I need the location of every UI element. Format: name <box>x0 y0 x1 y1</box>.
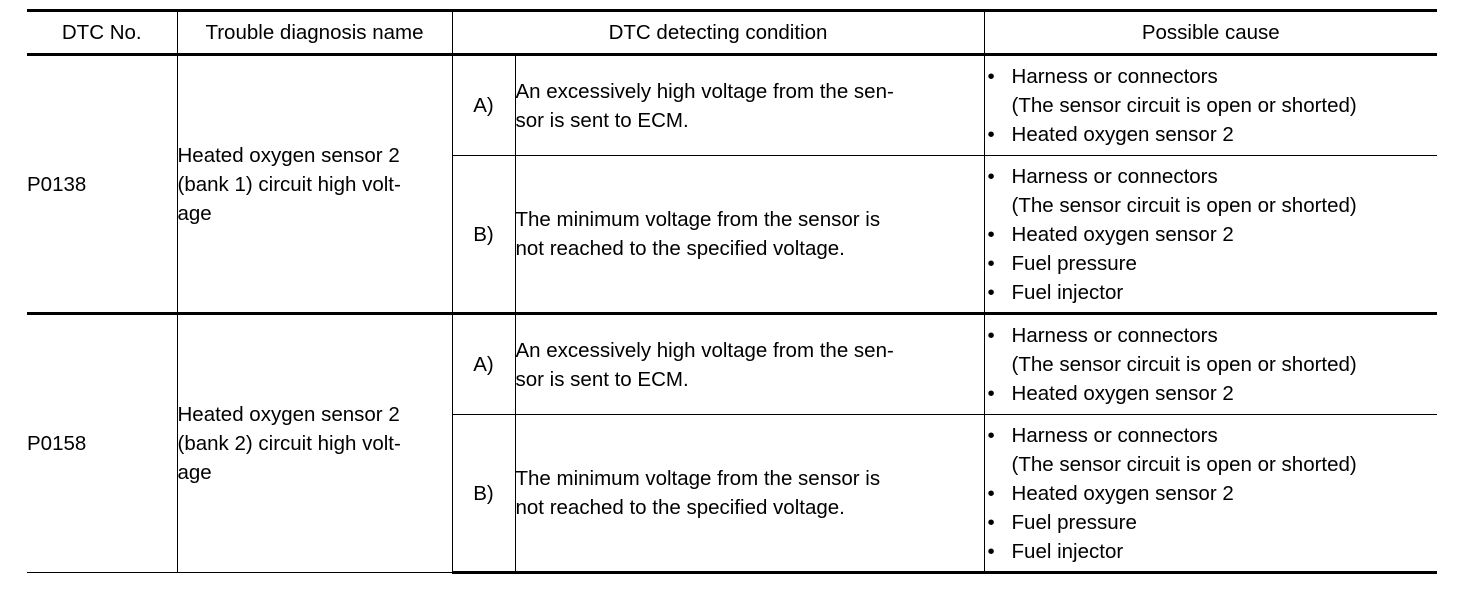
condition-line: The minimum voltage from the sensor is <box>515 208 881 231</box>
detecting-condition: An excessively high voltage from the sen… <box>514 53 985 156</box>
cause-note: (The sensor circuit is open or shorted) <box>1011 452 1357 476</box>
cause-item: • Heated oxygen sensor 2 <box>985 220 1438 249</box>
condition-marker: B) <box>452 414 516 574</box>
diagnosis-name-line: (bank 2) circuit high volt- <box>177 432 401 455</box>
cause-text: Fuel injector <box>1011 539 1124 563</box>
bullet-icon: • <box>987 324 995 347</box>
condition-line: An excessively high voltage from the sen… <box>515 79 894 103</box>
table-header: DTC No. Trouble diagnosis name DTC detec… <box>27 9 1438 55</box>
condition-marker: A) <box>451 312 516 415</box>
cause-note: (The sensor circuit is open or shorted) <box>1011 94 1357 117</box>
cause-list: • Harness or connectors (The sensor circ… <box>985 62 1438 149</box>
cause-note: (The sensor circuit is open or shorted) <box>1011 193 1357 217</box>
bullet-icon: • <box>987 164 995 188</box>
detecting-condition: The minimum voltage from the sensor is n… <box>514 414 985 574</box>
header-possible-cause: Possible cause <box>983 9 1438 55</box>
diagnosis-name-line: Heated oxygen sensor 2 <box>177 403 400 426</box>
diagnosis-name-line: age <box>177 201 212 225</box>
bullet-icon: • <box>987 423 995 447</box>
dtc-group: P0138 Heated oxygen sensor 2 (bank 1) ci… <box>27 53 1438 314</box>
cause-text: Harness or connectors <box>1011 65 1218 88</box>
header-trouble-diagnosis-name: Trouble diagnosis name <box>176 9 453 55</box>
condition-line: not reached to the specified voltage. <box>515 237 845 260</box>
cause-item: • Harness or connectors (The sensor circ… <box>985 421 1438 479</box>
cause-text: Heated oxygen sensor 2 <box>1011 481 1234 505</box>
condition-line: sor is sent to ECM. <box>515 367 689 391</box>
cause-text: Fuel pressure <box>1011 510 1137 534</box>
bullet-icon: • <box>987 280 995 304</box>
detecting-condition: An excessively high voltage from the sen… <box>514 312 985 415</box>
cause-text: Fuel pressure <box>1011 251 1137 275</box>
possible-cause-cell: • Harness or connectors (The sensor circ… <box>983 53 1438 156</box>
bullet-icon: • <box>987 65 995 88</box>
cause-item: • Harness or connectors (The sensor circ… <box>985 62 1438 120</box>
cause-item: • Fuel injector <box>985 537 1438 566</box>
cause-text: Heated oxygen sensor 2 <box>1011 123 1234 146</box>
condition-line: not reached to the specified voltage. <box>515 496 845 519</box>
condition-line: The minimum voltage from the sensor is <box>515 467 881 490</box>
detecting-condition: The minimum voltage from the sensor is n… <box>514 155 985 314</box>
dtc-table: DTC No. Trouble diagnosis name DTC detec… <box>27 9 1438 574</box>
cause-item: • Fuel pressure <box>985 249 1438 278</box>
cause-text: Harness or connectors <box>1011 324 1218 347</box>
condition-marker: A) <box>451 53 516 156</box>
possible-cause-cell: • Harness or connectors (The sensor circ… <box>983 155 1438 314</box>
cause-text: Heated oxygen sensor 2 <box>1011 382 1234 405</box>
bullet-icon: • <box>987 510 995 534</box>
table-row: P0138 Heated oxygen sensor 2 (bank 1) ci… <box>27 53 1438 314</box>
bullet-icon: • <box>987 382 995 405</box>
possible-cause-cell: • Harness or connectors (The sensor circ… <box>983 414 1438 574</box>
cause-item: • Harness or connectors (The sensor circ… <box>985 321 1438 379</box>
cause-item: • Fuel injector <box>985 278 1438 307</box>
table-row: B) The minimum voltage from the sensor i… <box>27 414 1438 574</box>
cause-list: • Harness or connectors (The sensor circ… <box>985 162 1438 307</box>
trouble-diagnosis-name: Heated oxygen sensor 2 (bank 1) circuit … <box>176 53 453 314</box>
condition-line: An excessively high voltage from the sen… <box>515 338 894 362</box>
cause-text: Harness or connectors <box>1011 423 1218 447</box>
condition-line: sor is sent to ECM. <box>515 108 689 132</box>
possible-cause-cell: • Harness or connectors (The sensor circ… <box>983 312 1438 415</box>
dtc-code: P0158 <box>27 312 178 573</box>
cause-text: Fuel injector <box>1011 280 1124 304</box>
bullet-icon: • <box>987 481 995 505</box>
cause-item: • Heated oxygen sensor 2 <box>985 479 1438 508</box>
diagnosis-name-line: age <box>177 461 212 484</box>
diagnosis-name-line: Heated oxygen sensor 2 <box>177 143 400 167</box>
cause-note: (The sensor circuit is open or shorted) <box>1011 353 1357 376</box>
bullet-icon: • <box>987 251 995 275</box>
cause-item: • Heated oxygen sensor 2 <box>985 120 1438 149</box>
bullet-icon: • <box>987 222 995 246</box>
trouble-diagnosis-name: Heated oxygen sensor 2 (bank 2) circuit … <box>176 312 453 573</box>
cause-text: Heated oxygen sensor 2 <box>1011 222 1234 246</box>
cause-text: Harness or connectors <box>1011 164 1218 188</box>
cause-item: • Heated oxygen sensor 2 <box>985 379 1438 408</box>
header-dtc-no: DTC No. <box>27 9 178 55</box>
condition-marker: B) <box>452 155 516 314</box>
cause-item: • Harness or connectors (The sensor circ… <box>985 162 1438 220</box>
cause-list: • Harness or connectors (The sensor circ… <box>985 421 1438 566</box>
diagnosis-name-line: (bank 1) circuit high volt- <box>177 172 401 196</box>
header-dtc-detecting-condition: DTC detecting condition <box>451 9 985 55</box>
bullet-icon: • <box>987 123 995 146</box>
dtc-group: P0158 Heated oxygen sensor 2 (bank 2) ci… <box>27 312 1438 574</box>
cause-list: • Harness or connectors (The sensor circ… <box>985 321 1438 408</box>
dtc-code: P0138 <box>27 53 178 314</box>
cause-item: • Fuel pressure <box>985 508 1438 537</box>
table-row: P0158 Heated oxygen sensor 2 (bank 2) ci… <box>27 312 1438 573</box>
bullet-icon: • <box>987 539 995 563</box>
